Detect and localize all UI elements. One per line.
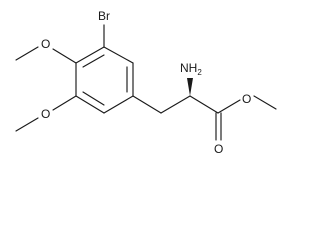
ring-bond xyxy=(75,95,105,114)
ring-ch2-bond xyxy=(132,95,162,114)
c-o-bond-lower xyxy=(52,95,77,111)
molecule-drawing: Br O O NH2 O O xyxy=(15,9,277,156)
ring-double-bond xyxy=(82,91,105,106)
amine-label: NH2 xyxy=(180,61,202,77)
ring-bond xyxy=(103,46,134,64)
calpha-carbonyl-bond xyxy=(189,95,219,114)
ring-bond xyxy=(75,46,105,64)
ester-methyl-bond xyxy=(253,95,277,110)
bromine-label: Br xyxy=(98,9,110,23)
methyl-bond-upper xyxy=(15,46,39,61)
ch2-calpha-bond xyxy=(160,95,191,114)
methoxy-oxygen-upper: O xyxy=(41,37,50,51)
ring-bond xyxy=(103,95,134,114)
ring-double-bond xyxy=(82,54,105,68)
methoxy-oxygen-lower: O xyxy=(41,107,50,121)
ester-c-o-bond xyxy=(217,99,241,114)
methyl-bond-lower xyxy=(15,117,39,132)
stereo-wedge-bond xyxy=(187,78,193,96)
carbonyl-oxygen: O xyxy=(214,142,223,156)
structure-diagram: Br O O NH2 O O xyxy=(15,9,277,156)
ester-oxygen: O xyxy=(242,92,251,106)
c-o-bond-upper xyxy=(52,48,77,64)
benzene-ring xyxy=(75,46,134,114)
